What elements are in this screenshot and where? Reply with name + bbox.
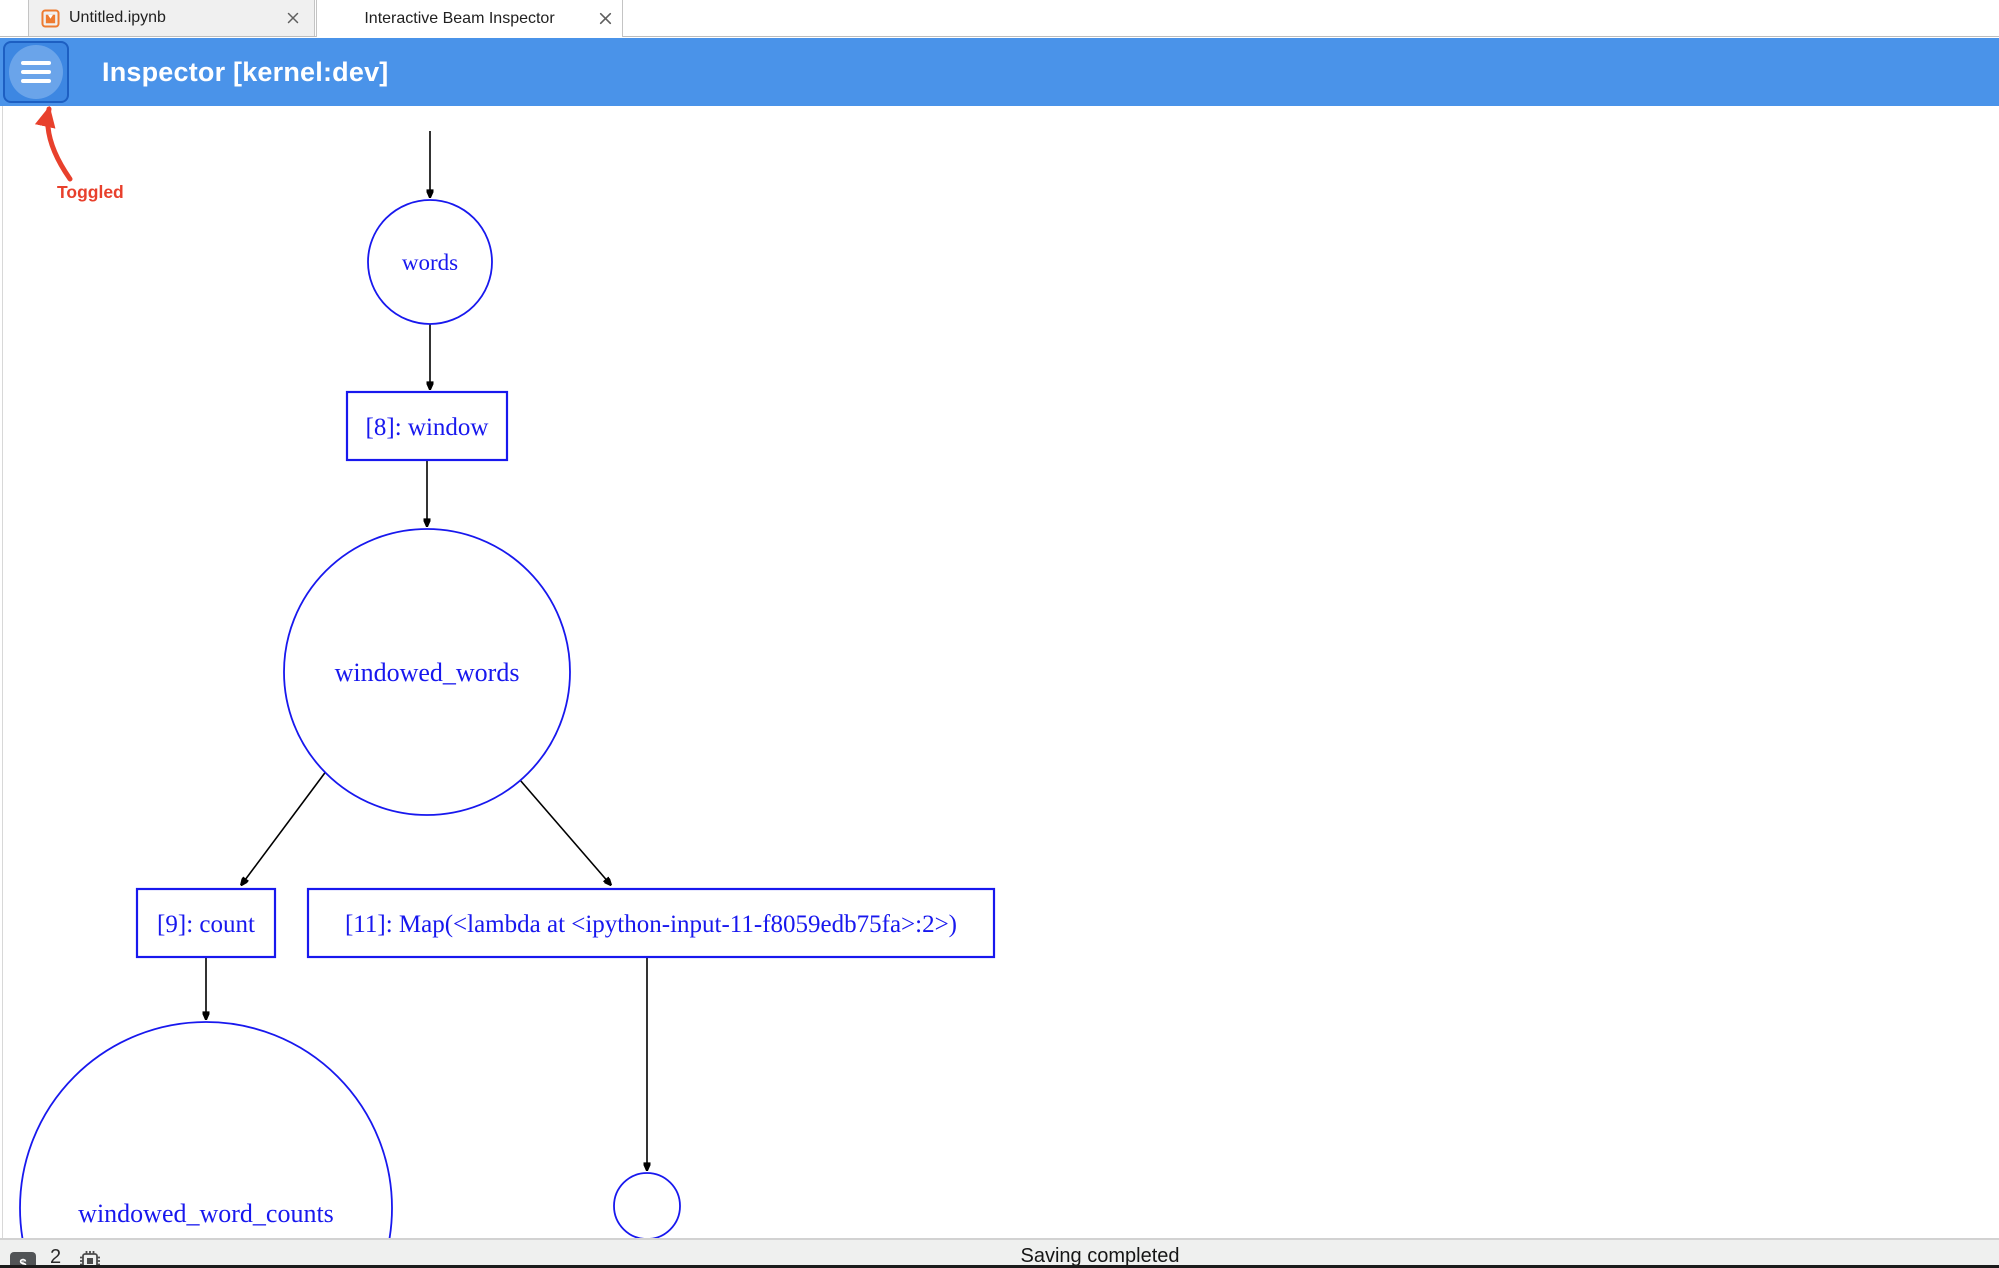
node-window-transform[interactable]: [8]: window: [345, 390, 509, 462]
annotation-label: Toggled: [57, 182, 124, 202]
node-label: windowed_words: [335, 658, 520, 687]
node-label: [11]: Map(<lambda at <ipython-input-11-f…: [345, 911, 957, 938]
node-unnamed-pcollection[interactable]: [613, 1172, 681, 1238]
page-title: Inspector [kernel:dev]: [102, 56, 389, 87]
node-words[interactable]: words: [367, 199, 493, 325]
node-label: [8]: window: [366, 414, 489, 441]
node-windowed-word-counts[interactable]: windowed_word_counts: [19, 1021, 393, 1238]
menu-toggle-button[interactable]: [3, 41, 69, 103]
tab-interactive-beam-inspector[interactable]: Interactive Beam Inspector: [316, 0, 623, 37]
edge-windowed-words-to-map: [519, 779, 610, 884]
node-map-transform[interactable]: [11]: Map(<lambda at <ipython-input-11-f…: [306, 887, 996, 959]
tab-label: Interactive Beam Inspector: [364, 9, 555, 27]
status-bar: $ 2 Saving completed: [0, 1238, 1999, 1268]
window-bottom-edge: [0, 1265, 1999, 1268]
tab-bar: Untitled.ipynb Interactive Beam Inspecto…: [0, 0, 1999, 37]
hamburger-icon: [21, 60, 51, 84]
node-label: windowed_word_counts: [78, 1199, 334, 1228]
window-left-edge: [2, 106, 3, 1238]
inspector-header: Inspector [kernel:dev]: [0, 38, 1999, 106]
node-label: [9]: count: [157, 911, 255, 938]
edge-windowed-words-to-count: [242, 769, 328, 884]
kernel-icon[interactable]: [78, 1249, 102, 1268]
status-message: Saving completed: [1020, 1245, 1180, 1267]
tab-untitled-ipynb[interactable]: Untitled.ipynb: [28, 0, 315, 36]
node-label: words: [402, 250, 458, 275]
notebook-icon: [41, 8, 60, 28]
node-windowed-words[interactable]: windowed_words: [283, 528, 571, 816]
pipeline-graph[interactable]: words [8]: window windowed_words [9]: co…: [0, 106, 1999, 1238]
terminal-icon[interactable]: $: [10, 1252, 36, 1268]
node-count-transform[interactable]: [9]: count: [135, 887, 277, 959]
close-icon[interactable]: [596, 10, 614, 28]
tab-label: Untitled.ipynb: [69, 9, 166, 26]
terminals-count[interactable]: 2: [50, 1246, 62, 1268]
close-icon[interactable]: [284, 9, 302, 27]
